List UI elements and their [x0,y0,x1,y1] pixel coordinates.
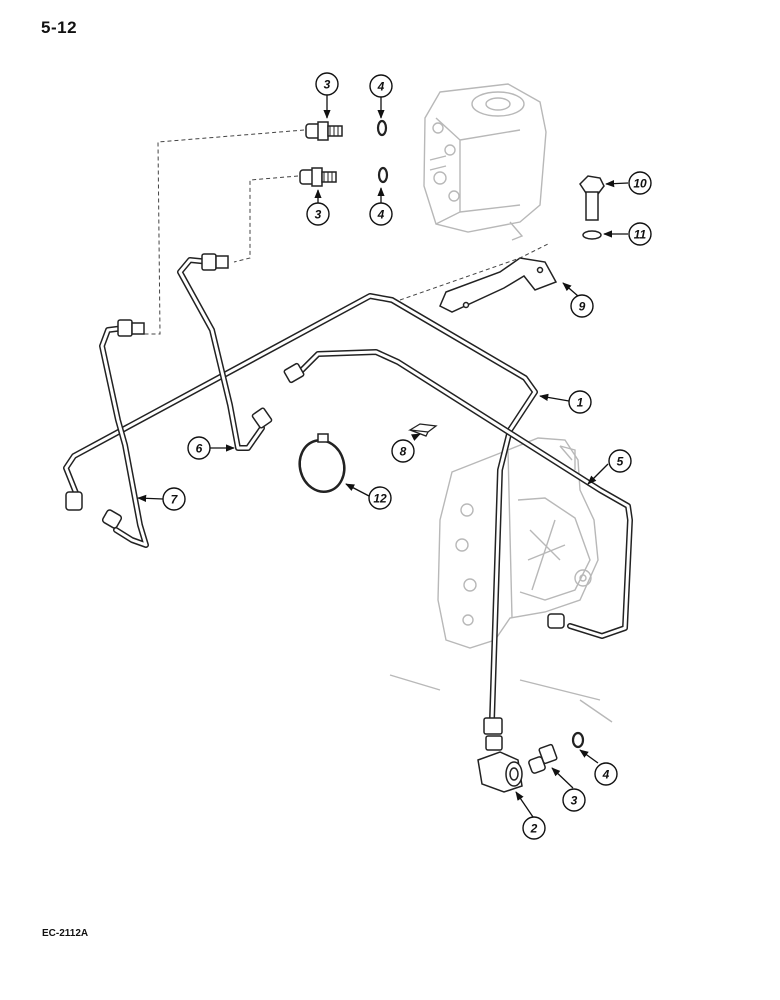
svg-text:3: 3 [315,208,322,222]
callout-4-second: 4 [369,202,393,226]
svg-text:3: 3 [571,794,578,808]
callout-10: 10 [628,171,652,195]
page-number: 5-12 [41,18,78,37]
callout-leaders [137,95,629,818]
o-ring-top [376,119,388,137]
upper-valve-body-phantom [423,83,547,241]
svg-text:4: 4 [602,768,610,782]
svg-text:7: 7 [171,493,179,507]
svg-text:9: 9 [579,300,586,314]
callout-6: 6 [187,436,211,460]
svg-text:6: 6 [196,442,203,456]
callout-5: 5 [608,449,632,473]
svg-text:4: 4 [377,208,385,222]
o-ring-lower [571,731,585,749]
svg-text:10: 10 [633,177,647,191]
callout-9: 9 [570,294,594,318]
callout-3-second: 3 [306,202,330,226]
connector-lower [528,743,558,774]
callout-4-top: 4 [369,74,393,98]
callout-3-top: 3 [315,72,339,96]
connector-second [299,167,337,187]
svg-text:11: 11 [634,228,647,242]
o-ring-second [377,166,389,184]
fittings [65,119,605,793]
svg-text:3: 3 [324,78,331,92]
svg-text:2: 2 [530,822,538,836]
lock-washer [582,230,602,240]
callout-2: 2 [522,816,546,840]
bolt [579,175,605,221]
lower-pump-body-phantom [389,437,613,723]
dashed-guides [144,129,549,335]
svg-text:8: 8 [400,445,407,459]
callout-11: 11 [628,222,652,246]
callout-7: 7 [162,487,186,511]
svg-text:4: 4 [377,80,385,94]
hose-clamp [298,433,346,494]
key [408,423,438,437]
svg-text:12: 12 [373,492,387,506]
callout-12: 12 [368,486,392,510]
tube-group [63,257,633,723]
reference-code: EC-2112A [42,928,89,939]
tube-6 [177,257,265,451]
callout-8: 8 [391,439,415,463]
connector-top [305,121,343,141]
svg-text:1: 1 [577,396,584,410]
callout-3-lower: 3 [562,788,586,812]
callout-1: 1 [568,390,592,414]
callout-4-lower: 4 [594,762,618,786]
svg-text:5: 5 [617,455,624,469]
bracket [439,257,558,313]
elbow-fitting [477,735,523,793]
callouts: 1 2 3 3 3 4 4 4 5 6 7 8 9 10 11 12 [162,72,652,840]
